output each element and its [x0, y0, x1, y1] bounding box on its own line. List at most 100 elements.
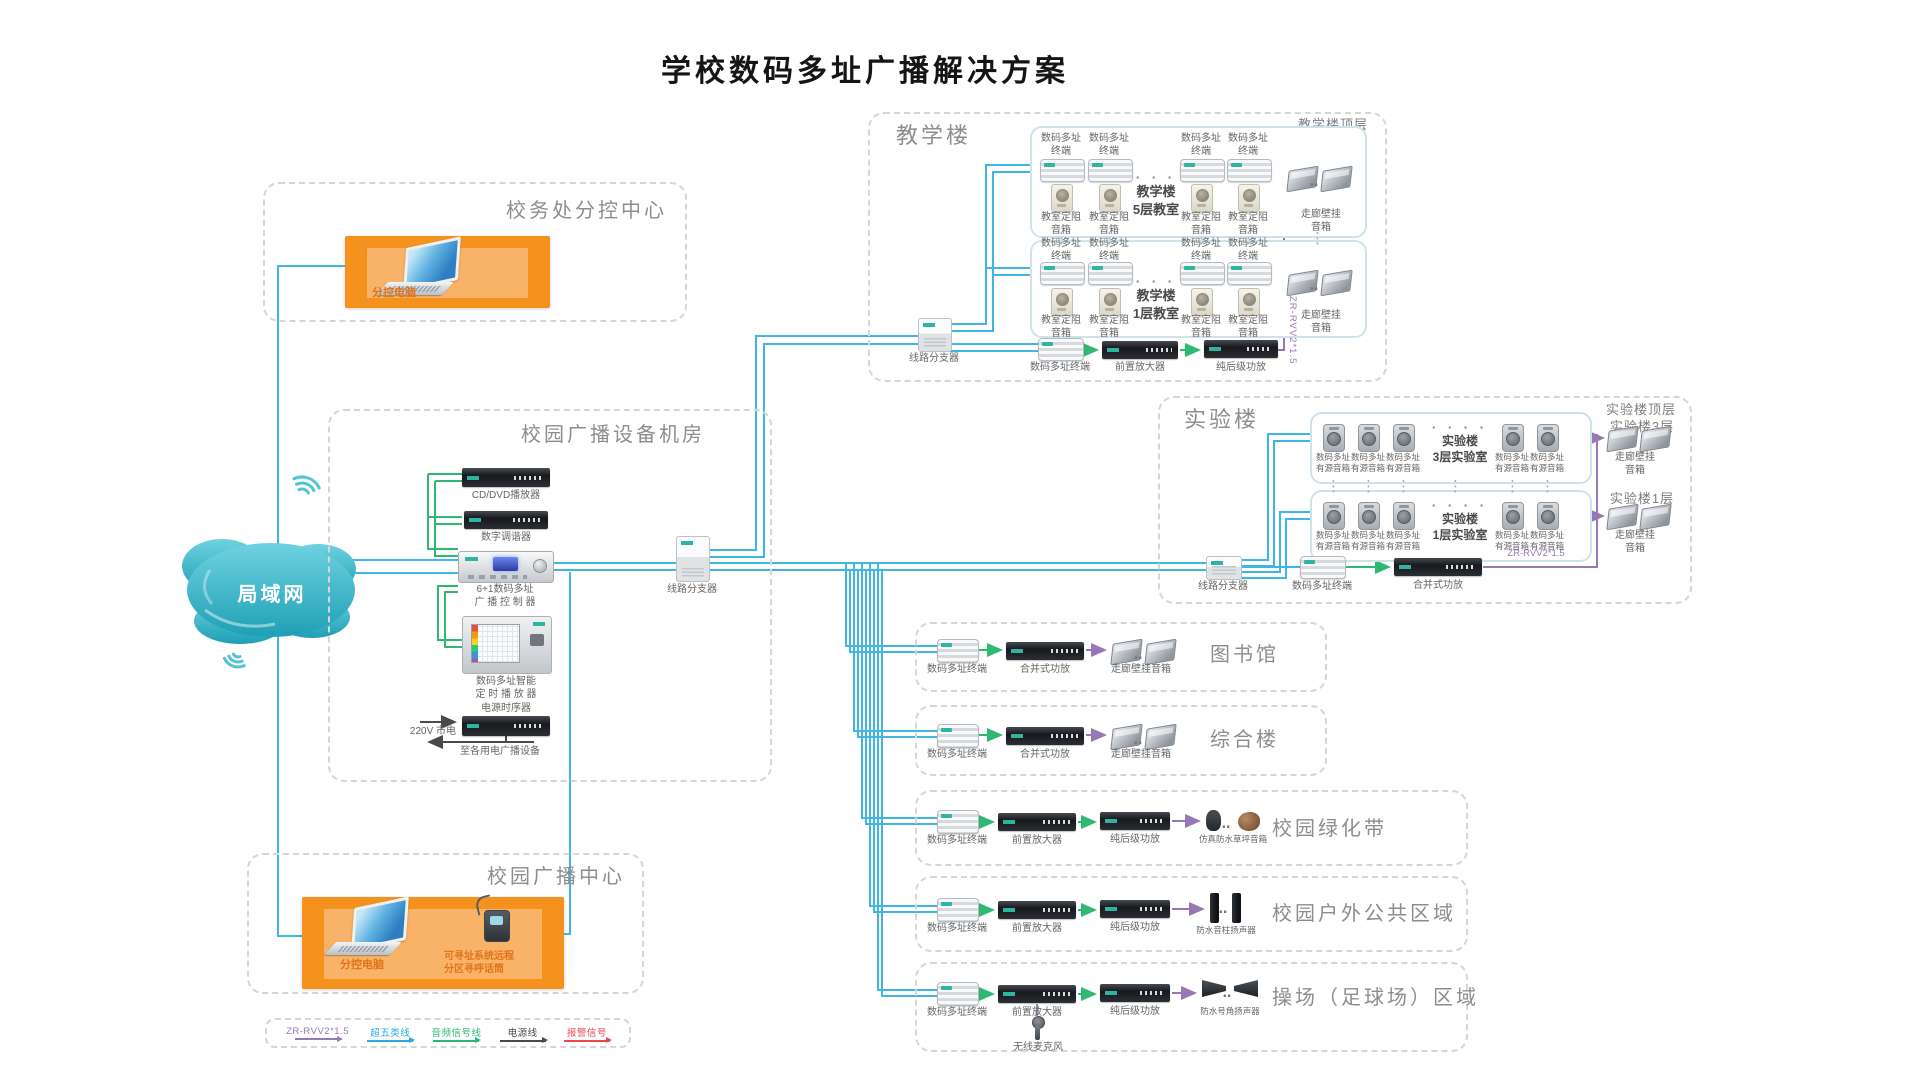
multi-address-terminal-device [1180, 159, 1225, 182]
active-speaker-icon [1393, 424, 1415, 452]
terminal-label: 数码多址 终端 [1228, 238, 1268, 262]
preamplifier-device [998, 813, 1076, 831]
multi-address-terminal-device [1040, 262, 1085, 285]
outdoor-area-box [915, 876, 1468, 952]
multi-address-terminal-device [937, 898, 979, 922]
line-splitter-label: 线路分支器 [1198, 581, 1248, 592]
corridor-speaker-label: 走廊壁挂 音箱 [1301, 209, 1341, 233]
timed-player-button-icon [529, 633, 544, 647]
corridor-speaker-label: 走廊壁挂音箱 [1111, 664, 1171, 675]
multi-address-terminal-device [1180, 262, 1225, 285]
terminal-label: 数码多址终端 [1030, 362, 1090, 373]
admin-center-title: 校务处分控中心 [506, 200, 667, 222]
line-splitter-label: 线路分支器 [909, 353, 959, 364]
terminal-label: 数码多址终端 [927, 835, 987, 846]
ellipsis: ‥ [1309, 174, 1323, 189]
green-belt-box [915, 790, 1468, 866]
paging-microphone-icon [484, 910, 510, 942]
zr-cable-label: ZR-RVV2*1.5 [1507, 548, 1565, 559]
arrow-icon [367, 1037, 416, 1043]
classroom-speaker-label: 教室定阻 音箱 [1181, 212, 1221, 236]
active-speaker-icon [1502, 424, 1524, 452]
combined-amplifier-label: 合并式功放 [1020, 664, 1070, 675]
terminal-label: 数码多址 终端 [1041, 238, 1081, 262]
main-line-splitter-label: 线路分支器 [667, 584, 717, 595]
lab-building-title: 实验楼 [1184, 407, 1260, 432]
corridor-speaker-label: 走廊壁挂 音箱 [1615, 452, 1655, 476]
green-belt-title: 校园绿化带 [1272, 818, 1387, 840]
combined-amplifier-device [1394, 558, 1482, 576]
combined-amplifier-device [1006, 727, 1084, 745]
legend-item-cat5: 超五类线 [367, 1025, 416, 1043]
ellipsis: ⋮ [1448, 478, 1463, 495]
ellipsis: ⋮ [1361, 478, 1376, 495]
power-amplifier-device [1100, 900, 1170, 918]
admin-center-box [263, 182, 687, 322]
lab-floor1-label: 实验楼1层 [1609, 491, 1675, 506]
main-line-splitter-device [676, 536, 710, 582]
ellipsis: · · · · [1431, 498, 1489, 513]
ellipsis: · · · · [1135, 170, 1177, 200]
multi-address-terminal-device [1088, 262, 1133, 285]
wireless-microphone-label: 无线麦克风 [1013, 1042, 1063, 1053]
active-speaker-label: 数码多址 有源音箱 [1315, 452, 1350, 473]
legend-item-alarm: 报警信号 [563, 1025, 612, 1043]
corridor-speaker-label: 走廊壁挂 音箱 [1301, 310, 1341, 334]
classroom-speaker-label: 教室定阻 音箱 [1041, 212, 1081, 236]
column-speaker-label: 防水音柱扬声器 [1196, 925, 1256, 935]
preamplifier-device [998, 985, 1076, 1003]
terminal-label: 数码多址 终端 [1228, 133, 1268, 157]
power-sequencer-device [462, 716, 550, 736]
tuner-label: 数字调谐器 [481, 532, 531, 543]
ellipsis: ⋮ [1194, 230, 1209, 247]
classroom-speaker-icon [1238, 288, 1260, 316]
corridor-speaker-label: 走廊壁挂音箱 [1111, 749, 1171, 760]
wireless-microphone-icon [1030, 1016, 1045, 1042]
multi-address-terminal-device [937, 724, 979, 748]
lan-cloud [182, 539, 356, 644]
preamplifier-label: 前置放大器 [1115, 362, 1165, 373]
lawn-speaker-label: 仿真防水草坪音箱 [1198, 834, 1267, 844]
ellipsis: ⋮ [1241, 230, 1256, 247]
zr-cable-label: ZR-RVV2*1.5 [1287, 296, 1298, 365]
multi-address-terminal-device [1227, 159, 1272, 182]
power-amplifier-label: 纯后级功放 [1216, 362, 1266, 373]
terminal-label: 数码多址终端 [927, 923, 987, 934]
combined-amplifier-device [1006, 642, 1084, 660]
wifi-ripples-bottom [222, 652, 246, 669]
terminal-label: 数码多址 终端 [1089, 238, 1129, 262]
library-title: 图书馆 [1210, 644, 1279, 666]
classroom-speaker-icon [1051, 288, 1073, 316]
lan-label: 局域网 [237, 584, 307, 606]
ellipsis: ‥ [1221, 816, 1235, 831]
arrow-icon [563, 1037, 612, 1043]
complex-building-title: 综合楼 [1210, 729, 1279, 751]
broadcast-pc-icon [324, 896, 414, 957]
legend-label: 电源线 [507, 1027, 538, 1039]
timed-player-screen-icon [470, 623, 521, 663]
admin-pc-label: 分控电脑 [372, 287, 416, 299]
active-speaker-icon [1393, 502, 1415, 530]
column-speaker-icon [1232, 893, 1241, 923]
classroom-speaker-icon [1238, 184, 1260, 212]
arrow-icon [294, 1035, 343, 1042]
cd-dvd-player-device [462, 468, 550, 487]
playground-box [915, 962, 1468, 1052]
preamplifier-label: 前置放大器 [1012, 923, 1062, 934]
active-speaker-icon [1323, 424, 1345, 452]
active-speaker-icon [1358, 424, 1380, 452]
ellipsis: ⋮ [1326, 478, 1341, 495]
arrow-icon [499, 1037, 548, 1043]
corridor-speaker-label: 走廊壁挂 音箱 [1615, 530, 1655, 554]
ellipsis: ‥ [1133, 732, 1147, 747]
lab-floor3-room-label: 实验楼 3层实验室 [1432, 434, 1488, 465]
library-box [915, 622, 1327, 692]
teaching-floor5-room-label: 教学楼 5层教室 [1132, 184, 1180, 217]
multi-address-terminal-device [1038, 338, 1084, 361]
controller-lcd-icon [492, 557, 519, 572]
terminal-label: 数码多址 终端 [1089, 133, 1129, 157]
power-amplifier-label: 纯后级功放 [1110, 1006, 1160, 1017]
mains-power-label: 220V 市电 [409, 726, 457, 737]
classroom-speaker-label: 教室定阻 音箱 [1228, 315, 1268, 339]
power-amplifier-label: 纯后级功放 [1110, 922, 1160, 933]
